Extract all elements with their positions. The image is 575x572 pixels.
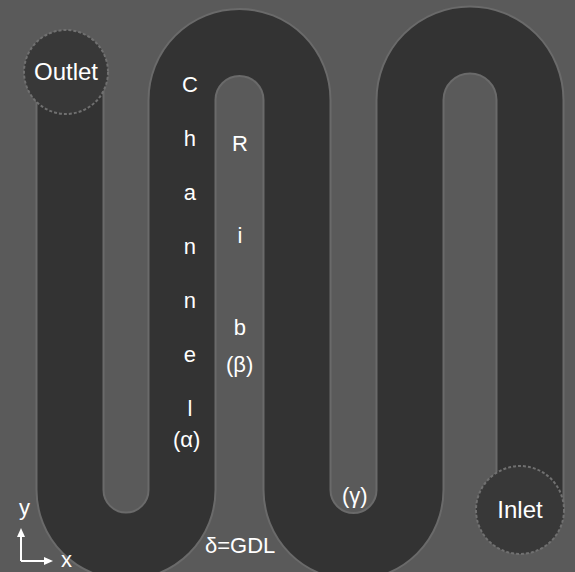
channel-edge	[70, 40, 530, 547]
serpentine-channel	[70, 40, 530, 547]
axis-label: y	[19, 496, 30, 520]
rib-label: Rib	[232, 98, 248, 374]
port-label: Inlet	[497, 496, 542, 524]
port-outline	[476, 466, 564, 554]
channel-label: Channel	[182, 58, 198, 436]
gdl-label: δ=GDL	[205, 534, 275, 558]
outlet-port: Outlet	[22, 28, 110, 116]
inlet-port: Inlet	[474, 464, 566, 556]
port-outline	[24, 30, 108, 114]
axis-symbol	[17, 528, 53, 565]
turn-callout: (γ)	[342, 484, 368, 508]
y-arrowhead	[17, 528, 25, 537]
port-label: Outlet	[34, 58, 98, 86]
y-axis	[20, 533, 22, 561]
x-arrowhead	[44, 557, 53, 565]
x-axis	[21, 560, 48, 562]
rib-callout: (β)	[226, 353, 253, 377]
channel-callout: (α)	[173, 428, 200, 452]
axis-label: x	[61, 548, 72, 572]
